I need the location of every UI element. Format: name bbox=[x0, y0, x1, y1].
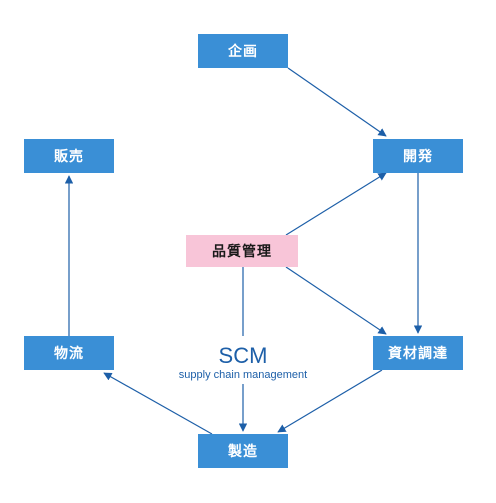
node-hanbai-label: 販売 bbox=[54, 149, 84, 165]
node-butsuryu-label: 物流 bbox=[54, 346, 84, 362]
scm-subtitle: supply chain management bbox=[178, 369, 308, 381]
node-kaihatsu-label: 開発 bbox=[403, 149, 433, 165]
node-shizai: 資材調達 bbox=[373, 336, 463, 370]
node-seizo: 製造 bbox=[198, 434, 288, 468]
node-shizai-label: 資材調達 bbox=[388, 346, 448, 362]
node-hinshitsu: 品質管理 bbox=[186, 235, 298, 267]
node-seizo-label: 製造 bbox=[228, 444, 258, 460]
arrow-kikaku-to-kaihatsu bbox=[287, 67, 387, 137]
arrow-hinshitsu-to-kaihatsu bbox=[285, 172, 387, 236]
scm-title: SCM bbox=[218, 343, 268, 368]
node-hanbai: 販売 bbox=[24, 139, 114, 173]
node-kikaku: 企画 bbox=[198, 34, 288, 68]
arrow-shizai-to-seizo bbox=[277, 369, 383, 433]
arrow-hinshitsu-to-shizai bbox=[285, 266, 387, 335]
arrow-seizo-to-butsuryu bbox=[103, 372, 213, 435]
scm-center-label: SCM supply chain management bbox=[150, 344, 336, 382]
node-butsuryu: 物流 bbox=[24, 336, 114, 370]
node-hinshitsu-label: 品質管理 bbox=[212, 244, 272, 260]
node-kikaku-label: 企画 bbox=[228, 44, 258, 60]
node-kaihatsu: 開発 bbox=[373, 139, 463, 173]
